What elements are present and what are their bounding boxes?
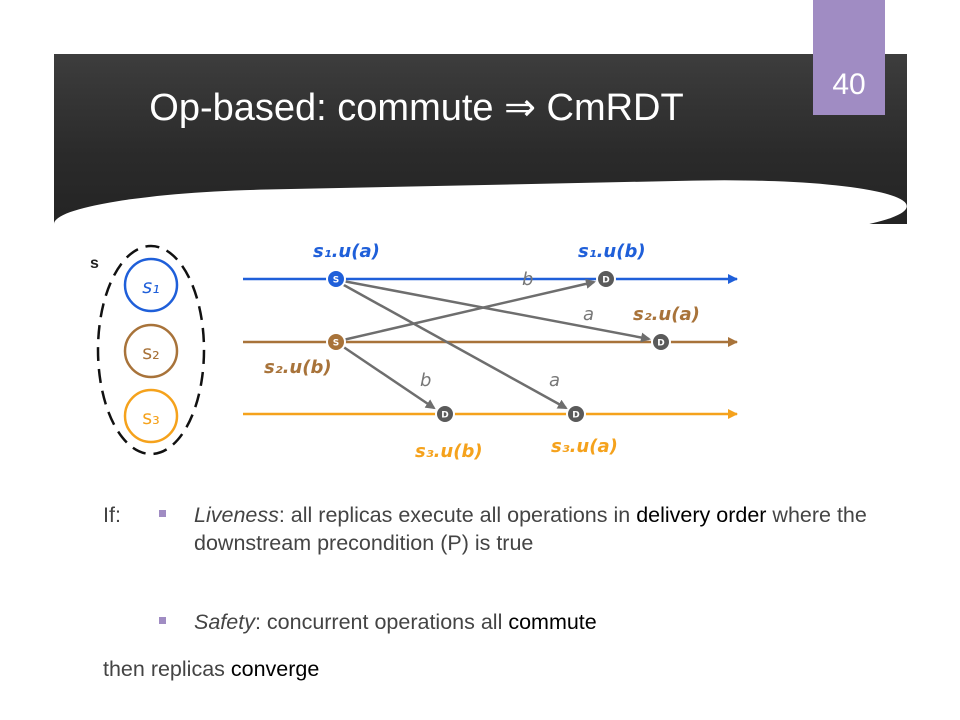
replica-label-s1: s₁ <box>142 276 160 298</box>
replica-circle-s2 <box>123 323 179 379</box>
replica-circle-s1 <box>123 257 179 313</box>
node-letter: D <box>602 276 609 286</box>
msg-s1-to-s3 <box>341 282 568 410</box>
safety-term: Safety <box>194 610 255 634</box>
conclusion-text-a: then replicas <box>103 657 231 681</box>
replica-label-s3: s₃ <box>142 407 160 429</box>
bullet-liveness <box>159 510 166 517</box>
msg-s2-to-s1 <box>342 278 596 342</box>
node-letter: S <box>333 276 339 286</box>
conclusion-highlight: converge <box>230 657 320 681</box>
liveness-text-a: : all replicas execute all operations in <box>278 503 637 527</box>
node-s3-downstream-a: D <box>566 404 586 424</box>
liveness-text-b: where the downstream precondition (P) is… <box>194 503 867 555</box>
event-label-s1-down: s₁.u(b) <box>578 241 646 262</box>
node-letter: D <box>657 339 664 349</box>
liveness-term: Liveness <box>194 503 279 527</box>
conclusion: then replicas converge <box>103 655 319 683</box>
replica-set-ellipse <box>96 244 206 456</box>
node-s1-downstream: D <box>596 269 616 289</box>
if-label: If: <box>103 503 121 527</box>
safety-item: Safety: concurrent operations all commut… <box>194 608 884 636</box>
event-label-s1-source: s₁.u(a) <box>313 241 380 262</box>
msg-label-a-upper: a <box>583 304 594 325</box>
title-band <box>54 54 907 224</box>
node-s1-source: S <box>326 269 346 289</box>
event-label-s2-source: s₂.u(b) <box>264 357 332 378</box>
node-letter: D <box>572 411 579 421</box>
msg-label-b-upper: b <box>522 269 533 290</box>
msg-label-a-lower: a <box>549 370 560 391</box>
bullet-safety <box>159 617 166 624</box>
safety-text-a: : concurrent operations all <box>254 610 509 634</box>
replica-circle-s3 <box>123 388 179 444</box>
event-label-s3-down-a: s₃.u(a) <box>551 436 618 457</box>
node-letter: D <box>441 411 448 421</box>
msg-label-b-lower: b <box>420 370 431 391</box>
page-number: 40 <box>832 68 866 101</box>
msg-s1-to-s2 <box>342 279 651 343</box>
node-s2-downstream: D <box>651 332 671 352</box>
node-s3-downstream-b: D <box>435 404 455 424</box>
replica-label-s2: s₂ <box>142 342 160 364</box>
liveness-item: Liveness: all replicas execute all opera… <box>194 501 884 557</box>
node-letter: S <box>333 339 339 349</box>
set-label: s <box>90 255 99 272</box>
page-number-tab <box>813 0 885 115</box>
msg-s2-to-s3 <box>341 344 436 410</box>
event-label-s2-down: s₂.u(a) <box>633 304 700 325</box>
slide-title: Op-based: commute ⇒ CmRDT <box>149 87 684 129</box>
safety-highlight: commute <box>508 610 597 634</box>
liveness-highlight: delivery order <box>636 503 767 527</box>
node-s2-source: S <box>326 332 346 352</box>
event-label-s3-down-b: s₃.u(b) <box>415 441 483 462</box>
